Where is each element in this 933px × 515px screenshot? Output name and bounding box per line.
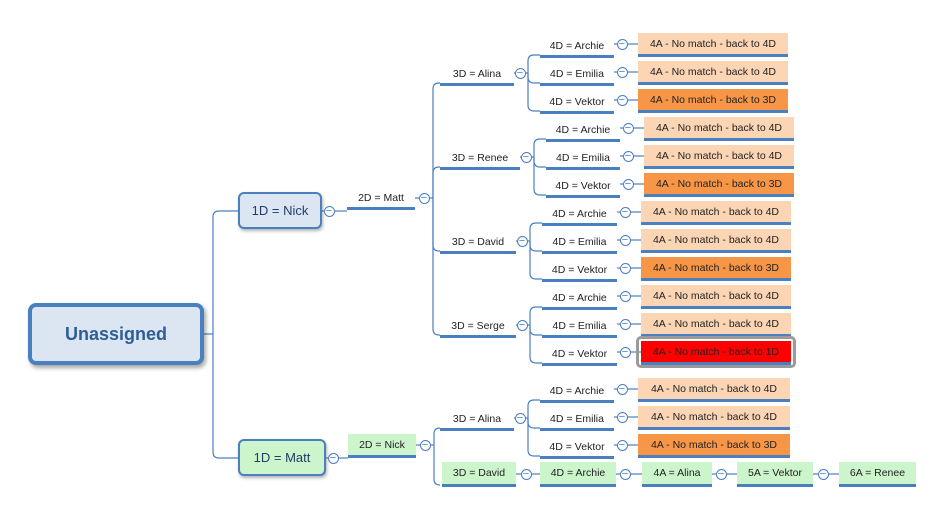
result-no-match-back-to-4d[interactable]: 4A - No match - back to 4D xyxy=(638,61,788,85)
topic-3d-david-2[interactable]: 3D = David xyxy=(442,462,516,487)
chain-step-2[interactable]: 4A = Alina xyxy=(642,462,712,487)
result-no-match-back-to-3d[interactable]: 4A - No match - back to 3D xyxy=(641,257,791,281)
connector-line xyxy=(527,73,540,112)
result-no-match-back-to-4d[interactable]: 4A - No match - back to 4D xyxy=(638,33,788,57)
topic-4d-emilia[interactable]: 4D = Emilia xyxy=(542,316,617,338)
collapse-minus-icon[interactable]: − xyxy=(419,439,431,451)
topic-2d-nick[interactable]: 2D = Nick xyxy=(348,434,416,458)
topic-3d-david[interactable]: 3D = David xyxy=(440,232,516,254)
collapse-minus-icon[interactable]: − xyxy=(418,192,430,204)
connector-line xyxy=(432,82,440,198)
collapse-minus-icon[interactable]: − xyxy=(619,346,631,358)
topic-4d-vektor-2[interactable]: 4D = Vektor xyxy=(540,437,614,459)
collapse-minus-icon[interactable]: − xyxy=(715,468,727,480)
chain-step-1[interactable]: 4D = Archie xyxy=(540,462,616,487)
collapse-minus-icon[interactable]: − xyxy=(520,468,532,480)
connector-line xyxy=(527,54,540,73)
topic-4d-vektor[interactable]: 4D = Vektor xyxy=(546,176,620,198)
collapse-minus-icon[interactable]: − xyxy=(622,150,634,162)
connector-line xyxy=(432,198,440,252)
connector-line xyxy=(527,418,540,457)
connector-line xyxy=(432,166,440,198)
collapse-minus-icon[interactable]: − xyxy=(327,452,339,464)
collapse-minus-icon[interactable]: − xyxy=(616,38,628,50)
collapse-minus-icon[interactable]: − xyxy=(817,468,829,480)
collapse-minus-icon[interactable]: − xyxy=(516,319,528,331)
topic-4d-archie-2[interactable]: 4D = Archie xyxy=(540,381,614,403)
connector-line xyxy=(529,241,542,280)
connector-line xyxy=(527,73,540,84)
result-no-match-back-to-3d[interactable]: 4A - No match - back to 3D xyxy=(638,89,788,113)
topic-2d-matt[interactable]: 2D = Matt xyxy=(347,188,415,210)
collapse-minus-icon[interactable]: − xyxy=(619,234,631,246)
connector-line xyxy=(533,157,546,196)
topic-4d-vektor[interactable]: 4D = Vektor xyxy=(542,260,617,282)
topic-4d-archie[interactable]: 4D = Archie xyxy=(542,288,617,310)
connector-line xyxy=(212,334,238,459)
collapse-minus-icon[interactable]: − xyxy=(616,66,628,78)
result-no-match-back-to-3d[interactable]: 4A - No match - back to 3D xyxy=(644,173,794,197)
connector-line xyxy=(432,198,440,336)
chain-step-4[interactable]: 6A = Renee xyxy=(839,462,916,487)
topic-3d-renee[interactable]: 3D = Renee xyxy=(440,148,520,170)
collapse-minus-icon[interactable]: − xyxy=(619,290,631,302)
collapse-minus-icon[interactable]: − xyxy=(616,439,628,451)
topic-4d-emilia[interactable]: 4D = Emilia xyxy=(540,64,614,86)
collapse-minus-icon[interactable]: − xyxy=(516,235,528,247)
connector-line xyxy=(533,138,546,157)
topic-4d-vektor[interactable]: 4D = Vektor xyxy=(540,92,614,114)
result-no-match-back-to-4d[interactable]: 4A - No match - back to 4D xyxy=(644,117,794,141)
collapse-minus-icon[interactable]: − xyxy=(323,205,335,217)
result-no-match-back-to-4d[interactable]: 4A - No match - back to 4D xyxy=(641,229,791,253)
connector-line xyxy=(527,399,540,418)
connector-line xyxy=(529,325,542,336)
topic-3d-alina-2[interactable]: 3D = Alina xyxy=(440,409,514,431)
connector-line xyxy=(529,222,542,241)
collapse-minus-icon[interactable]: − xyxy=(619,318,631,330)
topic-4d-vektor[interactable]: 4D = Vektor xyxy=(542,344,617,366)
result-no-match-back-to-1d[interactable]: 4A - No match - back to 1D xyxy=(641,341,791,365)
connector-line xyxy=(529,306,542,325)
connector-line xyxy=(529,241,542,252)
selection-highlight xyxy=(636,336,796,368)
topic-1d-matt[interactable]: 1D = Matt xyxy=(238,439,326,476)
collapse-minus-icon[interactable]: − xyxy=(619,206,631,218)
topic-4d-emilia[interactable]: 4D = Emilia xyxy=(542,232,617,254)
topic-4d-archie[interactable]: 4D = Archie xyxy=(546,120,620,142)
collapse-minus-icon[interactable]: − xyxy=(619,468,631,480)
topic-4d-archie[interactable]: 4D = Archie xyxy=(542,204,617,226)
connector-line xyxy=(527,418,540,429)
collapse-minus-icon[interactable]: − xyxy=(520,151,532,163)
connector-line xyxy=(433,445,441,486)
collapse-minus-icon[interactable]: − xyxy=(514,412,526,424)
topic-3d-alina[interactable]: 3D = Alina xyxy=(440,64,514,86)
topic-1d-nick[interactable]: 1D = Nick xyxy=(238,192,322,229)
topic-3d-serge[interactable]: 3D = Serge xyxy=(440,316,516,338)
result-no-match-back-to-3d[interactable]: 4A - No match - back to 3D xyxy=(638,434,790,458)
collapse-minus-icon[interactable]: − xyxy=(616,383,628,395)
topic-4d-emilia-2[interactable]: 4D = Emilia xyxy=(540,409,614,431)
connector-line xyxy=(533,157,546,168)
collapse-minus-icon[interactable]: − xyxy=(616,94,628,106)
connector-line xyxy=(529,325,542,364)
result-no-match-back-to-4d[interactable]: 4A - No match - back to 4D xyxy=(638,406,790,430)
result-no-match-back-to-4d[interactable]: 4A - No match - back to 4D xyxy=(641,313,791,337)
collapse-minus-icon[interactable]: − xyxy=(616,411,628,423)
root-topic-unassigned[interactable]: Unassigned xyxy=(28,303,204,365)
collapse-minus-icon[interactable]: − xyxy=(622,122,634,134)
topic-4d-archie[interactable]: 4D = Archie xyxy=(540,36,614,58)
connector-line xyxy=(212,210,238,334)
result-no-match-back-to-4d[interactable]: 4A - No match - back to 4D xyxy=(641,285,791,309)
collapse-minus-icon[interactable]: − xyxy=(514,67,526,79)
result-no-match-back-to-4d[interactable]: 4A - No match - back to 4D xyxy=(644,145,794,169)
result-no-match-back-to-4d[interactable]: 4A - No match - back to 4D xyxy=(641,201,791,225)
collapse-minus-icon[interactable]: − xyxy=(622,178,634,190)
topic-4d-emilia[interactable]: 4D = Emilia xyxy=(546,148,620,170)
result-no-match-back-to-4d[interactable]: 4A - No match - back to 4D xyxy=(638,378,790,402)
connector-line xyxy=(433,427,441,445)
chain-step-3[interactable]: 5A = Vektor xyxy=(737,462,813,487)
collapse-minus-icon[interactable]: − xyxy=(619,262,631,274)
